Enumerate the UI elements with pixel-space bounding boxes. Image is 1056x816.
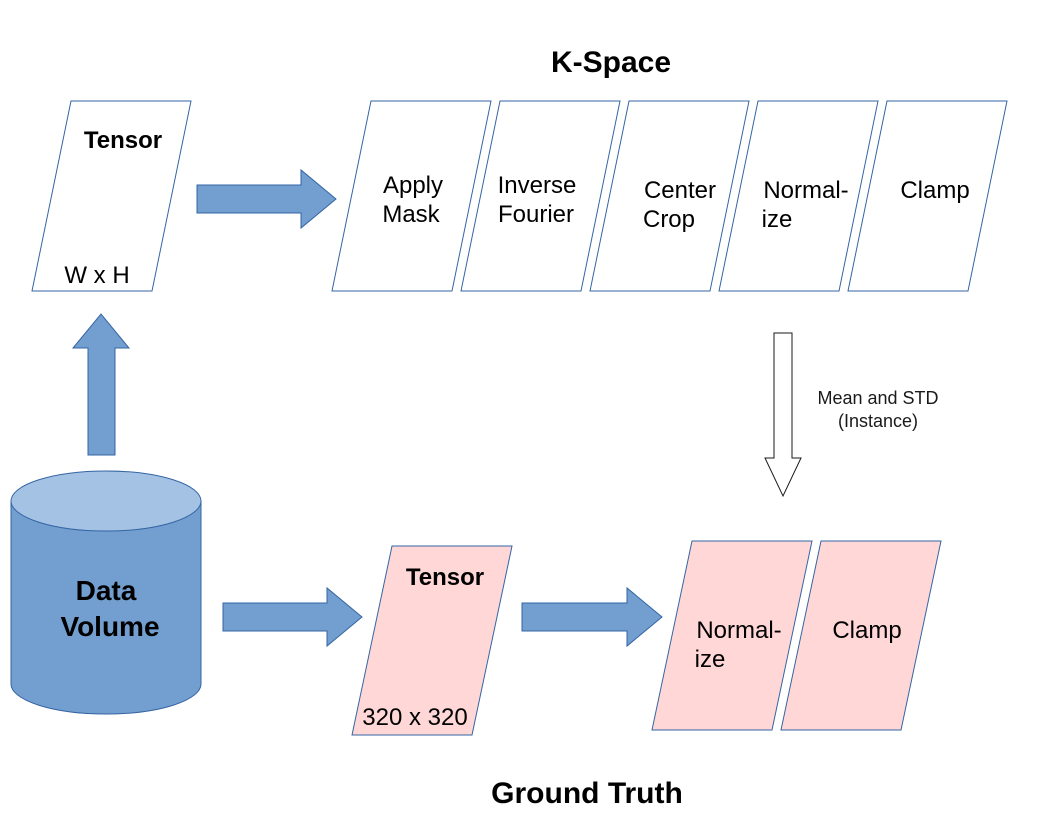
arrow-right-volume <box>222 586 363 648</box>
kspace-tensor-size: W x H <box>64 262 129 289</box>
kspace-title: K-Space <box>551 46 671 79</box>
step-label-line1: Apply <box>383 172 443 199</box>
step-label-line1: Clamp <box>900 177 969 204</box>
arrow-right-ground-truth <box>521 586 663 648</box>
step-label-line2: Crop <box>643 206 695 233</box>
gt-tensor-title: Tensor <box>406 564 484 591</box>
kspace-step-normalize: Normal- ize <box>718 100 879 292</box>
step-label-line1: Normal- <box>696 617 781 644</box>
gt-step-clamp: Clamp <box>780 540 942 731</box>
step-label-line1: Inverse <box>498 172 577 199</box>
step-label-line2: ize <box>695 646 726 673</box>
step-label-line2: Mask <box>382 201 440 228</box>
kspace-step-apply-mask: Apply Mask <box>331 100 492 292</box>
step-label-line1: Normal- <box>763 177 848 204</box>
data-volume-line1: Data <box>76 575 137 606</box>
kspace-step-clamp: Clamp <box>847 100 1008 292</box>
kspace-step-inverse-fourier: Inverse Fourier <box>460 100 621 292</box>
step-label-line1: Clamp <box>832 617 901 644</box>
data-volume-line2: Volume <box>60 611 159 642</box>
kspace-tensor-box: Tensor W x H <box>31 100 192 292</box>
data-volume-cylinder: Data Volume <box>10 470 202 715</box>
arrow-right-kspace <box>196 168 337 230</box>
step-label-line2: Fourier <box>498 201 574 228</box>
ground-truth-title: Ground Truth <box>491 777 683 810</box>
stats-note-line1: Mean and STD <box>817 388 938 408</box>
kspace-step-center-crop: Center Crop <box>589 100 750 292</box>
arrow-up-volume <box>71 313 131 456</box>
kspace-tensor-title: Tensor <box>84 127 162 154</box>
ground-truth-tensor-box: Tensor 320 x 320 <box>351 545 513 736</box>
step-label-line1: Center <box>644 177 716 204</box>
stats-note-line2: (Instance) <box>838 411 918 431</box>
gt-step-normalize: Normal- ize <box>651 540 813 731</box>
step-label-line2: ize <box>762 206 793 233</box>
gt-tensor-size: 320 x 320 <box>362 704 467 731</box>
arrow-down-stats <box>764 332 802 498</box>
